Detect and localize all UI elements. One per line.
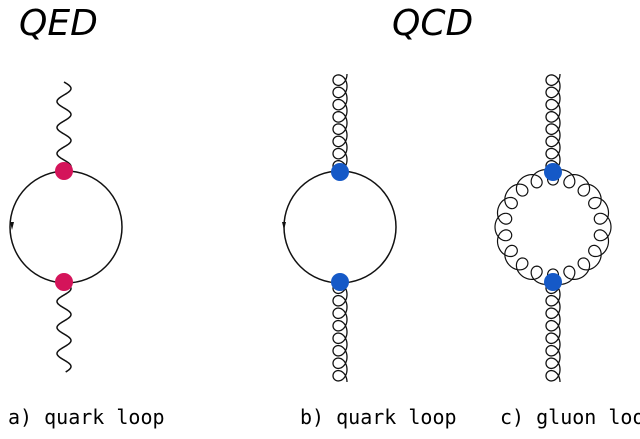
diagram-a-qed-quark-loop — [9, 81, 123, 373]
loop-direction-arrow — [10, 222, 14, 230]
loop-direction-arrow — [282, 222, 286, 230]
gluon-line-top — [545, 73, 561, 173]
vertex-bottom — [331, 273, 349, 291]
photon-line-top — [56, 81, 72, 172]
vertex-top — [55, 162, 73, 180]
diagram-b-qcd-quark-loop — [282, 73, 397, 383]
quark-loop-circle — [9, 170, 123, 284]
photon-line-bottom — [56, 281, 72, 373]
gluon-line-bottom — [545, 281, 561, 383]
caption-c: c) gluon loop — [500, 405, 640, 429]
vertex-top — [331, 163, 349, 181]
quark-loop-circle — [283, 170, 397, 284]
gluon-line-top — [332, 73, 348, 173]
title-qcd: QCD — [392, 3, 473, 44]
diagram-c-qcd-gluon-loop — [494, 73, 612, 383]
vertex-bottom — [544, 273, 562, 291]
vertex-bottom — [55, 273, 73, 291]
gluon-line-bottom — [332, 281, 348, 383]
caption-b: b) quark loop — [300, 405, 457, 429]
vertex-top — [544, 163, 562, 181]
caption-a: a) quark loop — [8, 405, 165, 429]
gluon-loop-ring — [494, 169, 612, 285]
title-qed: QED — [19, 3, 98, 44]
